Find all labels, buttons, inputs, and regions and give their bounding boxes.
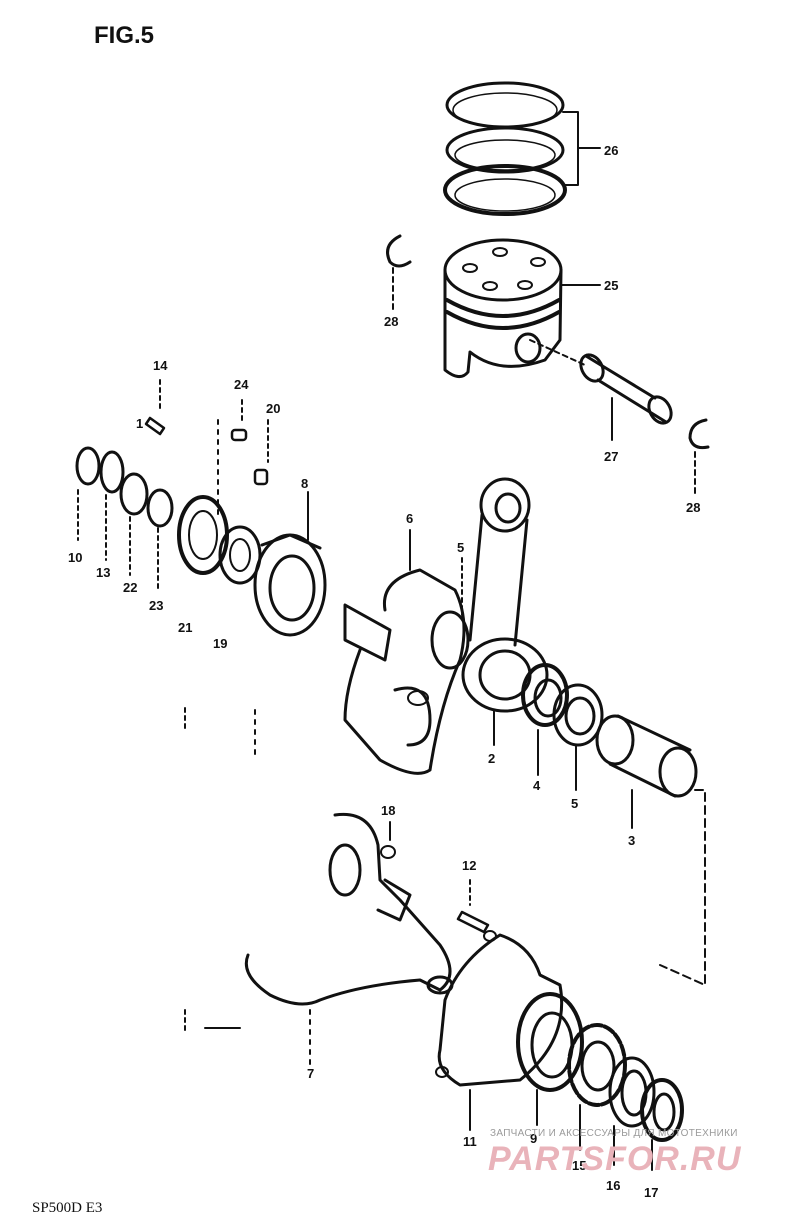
key-24 [230,428,248,442]
callout-15: 15 [572,1158,586,1173]
right-shaft-parts [516,992,684,1171]
callout-8: 8 [301,476,308,491]
piston [443,238,601,378]
callout-16: 16 [606,1178,620,1193]
circlip-lower [688,418,710,450]
piston-rings [443,81,601,216]
watermark-caption: ЗАПЧАСТИ И АКСЕССУАРЫ ДЛЯ МОТОТЕХНИКИ [490,1128,738,1139]
key-20 [253,468,269,486]
callout-17: 17 [644,1185,658,1200]
callout-12: 12 [462,858,476,873]
model-code: SP500D E3 [32,1200,103,1216]
left-shaft-parts [75,379,262,591]
callout-19: 19 [213,636,227,651]
callout-1: 1 [136,416,143,431]
callout-14: 14 [153,358,168,373]
callout-27: 27 [604,449,618,464]
callout-5-upper: 5 [457,540,464,555]
callout-21: 21 [178,620,192,635]
callout-7: 7 [307,1066,314,1081]
callout-6: 6 [406,511,413,526]
figure-title: FIG.5 [94,22,155,49]
callout-28-upper: 28 [384,314,398,329]
watermark-brand: PARTSFOR.RU [488,1140,742,1178]
callout-26: 26 [604,143,618,158]
callout-25: 25 [604,278,618,293]
circlip-upper [386,234,412,268]
callout-9: 9 [530,1131,537,1146]
connecting-rod [461,477,549,746]
piston-pin [529,339,673,441]
crankshaft [343,529,470,775]
callout-18: 18 [381,803,395,818]
callout-28-lower: 28 [686,500,700,515]
main-bearing-left [253,491,327,637]
callout-2: 2 [488,751,495,766]
callout-4: 4 [533,778,541,793]
callout-20: 20 [266,401,280,416]
callout-3: 3 [628,833,635,848]
bearing-housing [435,879,564,1131]
callout-22: 22 [123,580,137,595]
callout-5-lower: 5 [571,796,578,811]
callout-11: 11 [463,1134,477,1149]
callout-24: 24 [234,377,249,392]
callout-10: 10 [68,550,82,565]
crankshaft-right-half [244,812,454,1066]
crankpin-assembly [521,663,706,986]
callout-23: 23 [149,598,163,613]
callout-13: 13 [96,565,110,580]
